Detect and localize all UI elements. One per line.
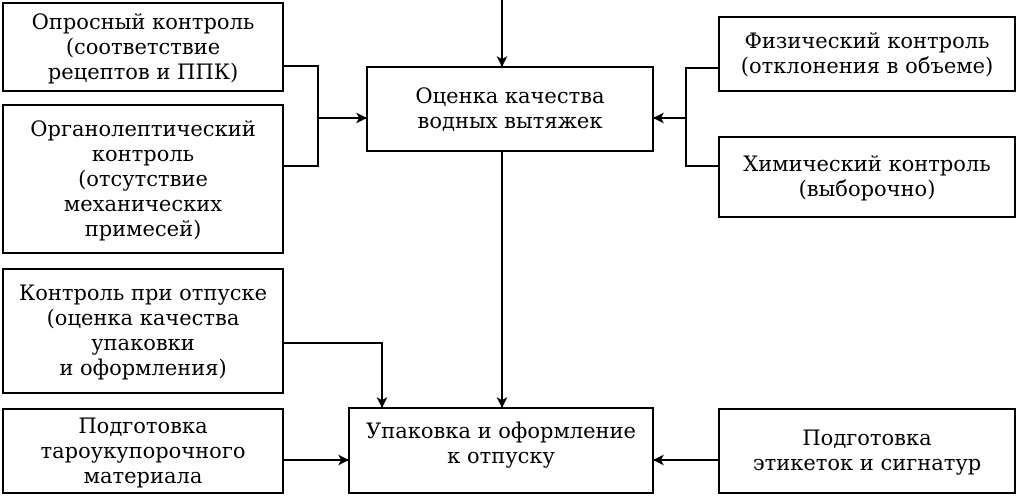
organoleptic-control-box: Органолептический контроль (отсутствие м… xyxy=(2,104,284,254)
packaging-material-prep-line-1: Подготовка xyxy=(78,413,208,438)
chemical-control-line-1: Химический контроль xyxy=(743,152,991,176)
packaging-material-prep-line-2: тароукупорочного xyxy=(40,438,246,463)
organoleptic-control-line-3: (отсутствие xyxy=(78,166,208,191)
arrow-release-control-to-packaging xyxy=(284,342,388,408)
release-control-line-1: Контроль при отпуске xyxy=(18,281,268,305)
physical-control-line-2: (отклонения в объеме) xyxy=(740,54,994,78)
survey-control-box: Опросный контроль (соответствие рецептов… xyxy=(2,2,284,92)
left-bracket-upper xyxy=(284,65,319,167)
survey-control-line-2: (соответствие xyxy=(65,34,221,59)
release-control-line-4: и оформления) xyxy=(59,356,227,380)
quality-assessment-line-1: Оценка качества xyxy=(415,84,605,108)
organoleptic-control-line-4: механических xyxy=(63,191,223,216)
quality-assessment-box: Оценка качества водных вытяжек xyxy=(366,66,654,152)
packaging-and-labeling-line-2: к отпуску xyxy=(447,444,555,468)
packaging-material-prep-line-3: материала xyxy=(83,463,203,488)
release-control-line-2: (оценка качества xyxy=(46,306,240,330)
organoleptic-control-line-5: примесей) xyxy=(84,216,202,241)
chemical-control-box: Химический контроль (выборочно) xyxy=(718,136,1016,218)
packaging-material-prep-box: Подготовка тароукупорочного материала xyxy=(2,408,284,494)
packaging-and-labeling-line-1: Упаковка и оформление xyxy=(366,419,636,443)
survey-control-line-3: рецептов и ППК) xyxy=(47,59,239,84)
organoleptic-control-line-1: Органолептический xyxy=(30,116,256,141)
right-bracket-upper xyxy=(685,67,718,167)
survey-control-line-1: Опросный контроль xyxy=(31,9,255,34)
release-control-line-3: упаковки xyxy=(91,331,195,355)
label-prep-line-2: этикеток и сигнатур xyxy=(752,451,982,475)
label-prep-box: Подготовка этикеток и сигнатур xyxy=(718,408,1016,494)
quality-assessment-line-2: водных вытяжек xyxy=(417,109,603,133)
chemical-control-line-2: (выборочно) xyxy=(798,177,936,201)
organoleptic-control-line-2: контроль xyxy=(91,141,195,166)
physical-control-line-1: Физический контроль xyxy=(744,29,990,53)
release-control-box: Контроль при отпуске (оценка качества уп… xyxy=(2,268,284,394)
packaging-and-labeling-box: Упаковка и оформление к отпуску xyxy=(348,407,654,494)
physical-control-box: Физический контроль (отклонения в объеме… xyxy=(718,16,1016,92)
label-prep-line-1: Подготовка xyxy=(802,426,932,450)
